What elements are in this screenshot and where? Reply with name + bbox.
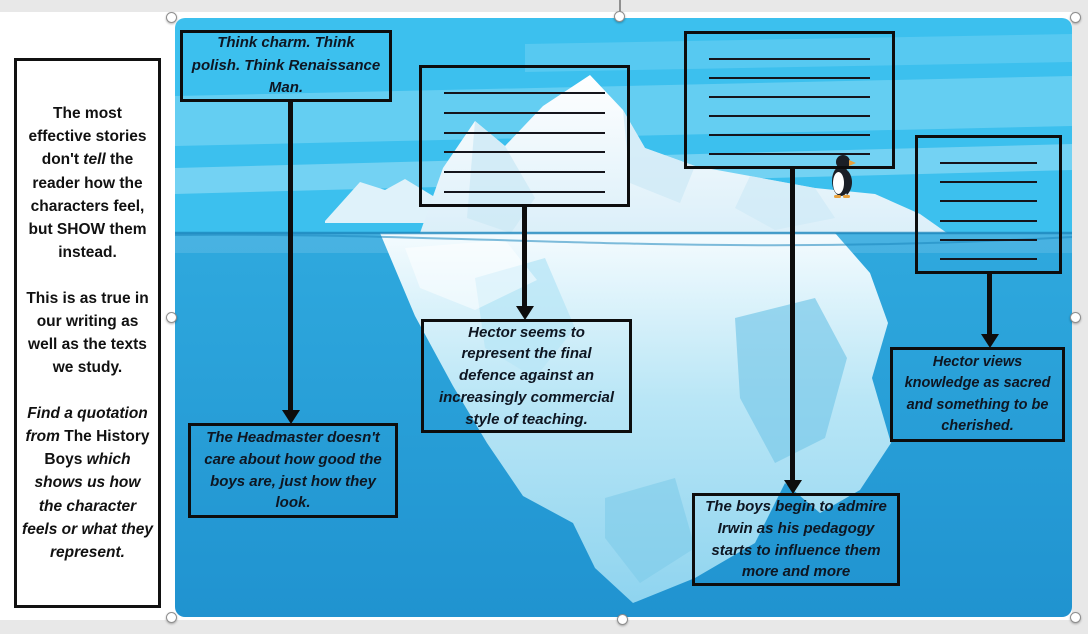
quote-box-knowledge[interactable] [915,135,1062,274]
connector-arrow-quote-to-hector[interactable] [515,206,534,320]
writing-line [709,153,870,155]
iceberg-below-highlight [405,240,537,310]
selection-handle-top-left[interactable] [166,12,177,23]
iceberg-shading [735,176,835,230]
writing-line [940,200,1037,203]
callout-irwin[interactable]: The boys begin to admire Irwin as his pe… [692,493,900,586]
writing-line [940,238,1037,241]
writing-line [940,162,1037,164]
selection-handle-bottom-center[interactable] [617,614,628,625]
writing-line [444,131,605,134]
instruction-textbox[interactable]: The most effective stories don't tell th… [14,58,161,608]
callout-hector-knowledge[interactable]: Hector views knowledge as sacred and som… [890,347,1065,442]
penguin-icon [832,155,856,198]
writing-line [940,181,1037,184]
callout-headmaster[interactable]: The Headmaster doesn't care about how go… [188,423,398,518]
quote-box-hector[interactable] [419,65,630,207]
instruction-paragraph-2: This is as true in our writing as well a… [26,289,149,377]
writing-line [444,92,605,94]
selection-handle-top-center[interactable] [614,11,625,22]
rotation-handle-stem [619,0,621,12]
callout-text: Think charm. Think polish. Think Renaiss… [191,34,381,97]
writing-line [709,96,870,98]
selection-handle-bottom-right[interactable] [1070,612,1081,623]
writing-line [709,58,870,60]
connector-arrow-think-to-headmaster[interactable] [281,102,300,424]
instruction-paragraph-1: The most effective stories don't tell th… [28,104,147,262]
selection-handle-bottom-left[interactable] [166,612,177,623]
arrowhead-icon [980,334,999,348]
connector-arrow-quote-to-knowledge[interactable] [980,273,999,348]
cloud-band [525,34,1072,72]
callout-text: Hector views knowledge as sacred and som… [904,354,1051,434]
callout-hector-defence[interactable]: Hector seems to represent the final defe… [421,319,632,433]
writing-line [709,115,870,117]
writing-line [940,219,1037,222]
arrowhead-icon [783,480,802,494]
writing-line [709,134,870,136]
callout-text: Hector seems to represent the final defe… [438,323,615,428]
selection-handle-middle-right[interactable] [1070,312,1081,323]
writing-line [709,77,870,79]
arrowhead-icon [281,410,300,424]
arrowhead-icon [515,306,534,320]
callout-text: The Headmaster doesn't care about how go… [204,429,382,512]
writing-line [444,111,605,114]
instruction-paragraph-3: Find a quotation from The History Boys w… [22,404,153,562]
writing-line [444,151,605,154]
writing-line [444,171,605,174]
callout-think-charm[interactable]: Think charm. Think polish. Think Renaiss… [180,30,392,102]
selection-handle-top-right[interactable] [1070,12,1081,23]
iceberg-shading [623,110,695,203]
iceberg-below-shading [605,478,695,583]
connector-arrow-quote-to-irwin[interactable] [783,168,802,494]
writing-line [940,257,1037,260]
callout-text: The boys begin to admire Irwin as his pe… [705,498,887,581]
writing-line [444,190,605,193]
quote-box-irwin[interactable] [684,31,895,169]
selection-handle-middle-left[interactable] [166,312,177,323]
